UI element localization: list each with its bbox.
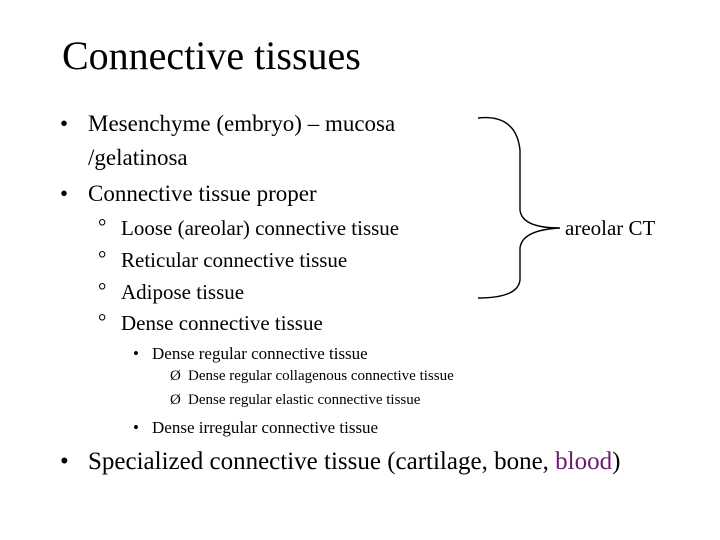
circle-marker: ° [98, 309, 107, 333]
bullet-specialized: Specialized connective tissue (cartilage… [88, 449, 620, 474]
brace-label: areolar CT [565, 216, 656, 240]
bullet-marker: • [133, 344, 139, 363]
bullet-ct-proper: Connective tissue proper [88, 181, 317, 206]
dense-regular-collagenous: Dense regular collagenous connective tis… [188, 368, 454, 384]
sub-item-loose: Loose (areolar) connective tissue [121, 216, 400, 240]
bullet-marker: • [60, 181, 69, 206]
dense-irregular: Dense irregular connective tissue [152, 418, 379, 437]
sub-item-reticular: Reticular connective tissue [121, 248, 348, 272]
bullet-marker: • [60, 448, 69, 475]
dense-regular: Dense regular connective tissue [152, 344, 368, 363]
specialized-highlight: blood [555, 448, 613, 475]
sub-item-adipose: Adipose tissue [121, 280, 245, 304]
sub-item-dense: Dense connective tissue [121, 311, 323, 335]
arrow-marker: Ø [170, 368, 181, 384]
circle-marker: ° [98, 278, 107, 302]
specialized-suffix: ) [612, 448, 621, 475]
bullet-marker: • [60, 111, 69, 136]
dense-regular-elastic: Dense regular elastic connective tissue [188, 392, 421, 408]
bullet-mesenchyme-line1: Mesenchyme (embryo) – mucosa [88, 111, 396, 136]
arrow-marker: Ø [170, 392, 181, 408]
circle-marker: ° [98, 246, 107, 270]
specialized-text: Specialized connective tissue (cartilage… [88, 448, 556, 475]
bullet-marker: • [133, 418, 139, 437]
circle-marker: ° [98, 214, 107, 238]
slide-title: Connective tissues [62, 33, 361, 78]
bullet-mesenchyme-line2: /gelatinosa [88, 145, 188, 170]
